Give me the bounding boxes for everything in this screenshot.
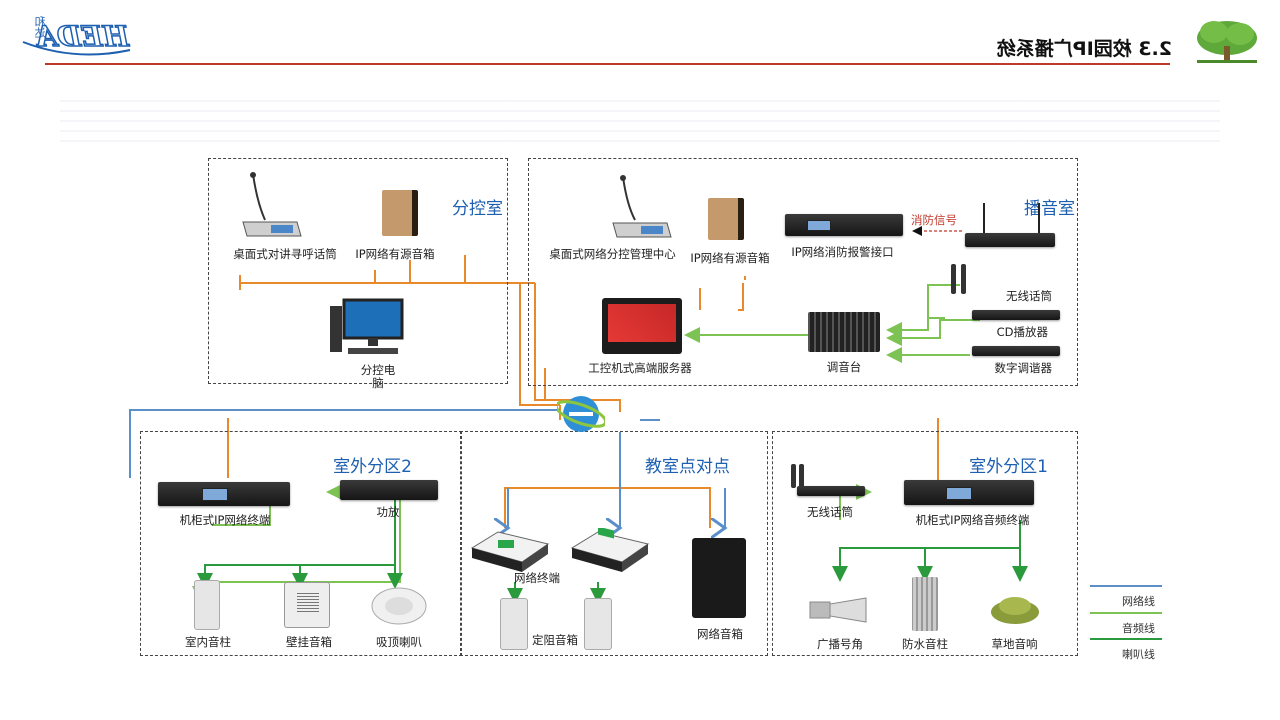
desktop-manager-label: 桌面式网络分控管理中心 bbox=[549, 247, 676, 261]
lawn-speaker-label: 草地音响 bbox=[991, 637, 1038, 651]
classroom-title: 教室点对点 bbox=[645, 457, 730, 477]
legend-network-label: 网络线 bbox=[1122, 595, 1155, 608]
sub-active-speaker-label: IP网络有源音箱 bbox=[355, 247, 435, 261]
mixer-label: 调音台 bbox=[826, 360, 862, 374]
outdoor2-amplifier-label: 功放 bbox=[376, 505, 400, 519]
server-device bbox=[602, 298, 682, 354]
tuner-device bbox=[972, 346, 1060, 356]
legend-audio-label: 音频线 bbox=[1122, 622, 1155, 635]
network-terminal-device-2 bbox=[470, 497, 552, 574]
heda-logo: HEDA 和达 bbox=[15, 10, 135, 62]
sub-control-title: 分控室 bbox=[452, 199, 503, 219]
broadcast-wireless-mic-label: 无线话筒 bbox=[1006, 289, 1052, 303]
cd-player-device bbox=[972, 310, 1060, 320]
ceiling-speaker-device bbox=[370, 586, 428, 626]
wireless-mic-device bbox=[948, 262, 968, 302]
computer-label: 分控电脑 bbox=[360, 363, 396, 390]
outdoor2-terminal-device bbox=[158, 482, 290, 506]
network-terminal-label: 网络终端 bbox=[514, 571, 560, 585]
internet-globe-icon bbox=[554, 392, 608, 436]
network-speaker-label: 网络音箱 bbox=[697, 627, 743, 641]
outdoor2-amplifier-device bbox=[340, 480, 438, 500]
server-label: 工控机式高端服务器 bbox=[588, 361, 692, 375]
computer-device bbox=[328, 298, 408, 358]
outdoor2-terminal-label: 机柜式IP网络终端 bbox=[179, 513, 271, 527]
fire-alarm-interface-device bbox=[785, 214, 903, 236]
indoor-column-label: 室内音柱 bbox=[185, 635, 231, 649]
active-speaker-device bbox=[708, 198, 744, 240]
wireless-receiver-device bbox=[965, 203, 1055, 247]
desktop-intercom-label: 桌面式对讲寻呼话筒 bbox=[233, 247, 337, 261]
outdoor1-terminal-label: 机柜式IP网络音频终端 bbox=[915, 513, 1030, 527]
mixer-device bbox=[808, 312, 880, 352]
outdoor1-mic-receiver-device bbox=[797, 486, 865, 496]
wall-speaker-device bbox=[284, 582, 330, 628]
outdoor1-wireless-mic-label: 无线话筒 bbox=[807, 505, 853, 519]
fire-signal-arrow bbox=[912, 226, 962, 236]
ceiling-speaker-label: 吸顶喇叭 bbox=[376, 635, 422, 649]
outdoor1-mic-device bbox=[789, 463, 805, 493]
legend-line-speaker bbox=[1090, 638, 1162, 640]
broadcast-active-speaker-label: IP网络有源音箱 bbox=[690, 251, 770, 265]
wall-speaker-label: 壁挂音箱 bbox=[286, 635, 332, 649]
desktop-intercom-device bbox=[235, 172, 305, 240]
legend-line-audio bbox=[1090, 612, 1162, 614]
legend-speaker-label: 喇叭线 bbox=[1122, 648, 1155, 661]
outdoor2-title: 室外分区2 bbox=[333, 457, 412, 477]
fire-alarm-interface-label: IP网络消防报警接口 bbox=[791, 245, 894, 259]
legend-line-network bbox=[1090, 585, 1162, 587]
indoor-column-device bbox=[194, 580, 220, 630]
cd-player-label: CD播放器 bbox=[996, 325, 1048, 339]
sub-active-speaker-device bbox=[382, 190, 418, 236]
tuner-label: 数字调谐器 bbox=[994, 361, 1053, 375]
lawn-speaker-device bbox=[987, 592, 1042, 626]
broadcast-room-title: 播音室 bbox=[1024, 199, 1075, 219]
tree-logo-icon bbox=[1192, 18, 1262, 66]
desktop-manager-device bbox=[605, 175, 675, 240]
outdoor1-terminal-device bbox=[904, 480, 1034, 505]
waterproof-column-device bbox=[912, 577, 938, 631]
fixed-speaker-label: 定阻音箱 bbox=[532, 633, 578, 647]
network-terminal-device-1 bbox=[570, 526, 652, 574]
network-speaker-device bbox=[692, 538, 746, 618]
horn-label: 广播号角 bbox=[817, 637, 863, 651]
outdoor1-title: 室外分区1 bbox=[969, 457, 1048, 477]
horn-speaker-device bbox=[806, 592, 870, 626]
waterproof-column-label: 防水音柱 bbox=[902, 637, 948, 651]
